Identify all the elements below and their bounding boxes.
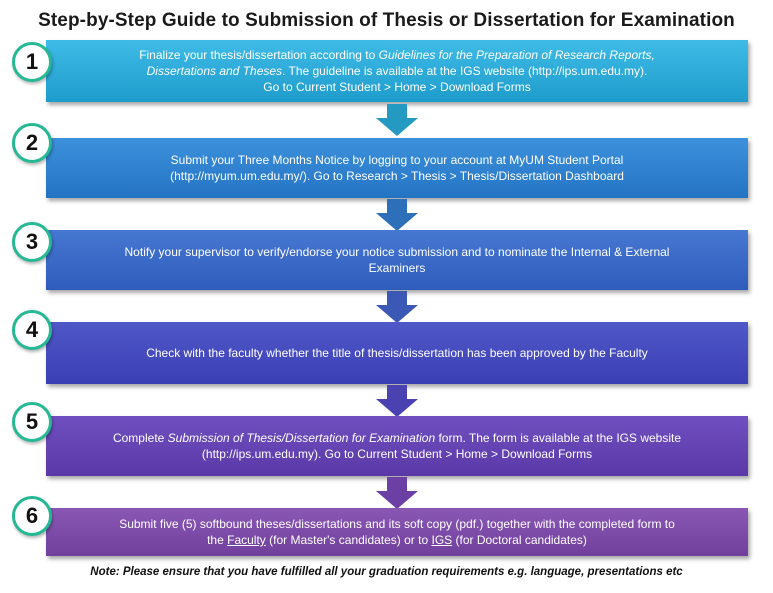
step-2-text-line-1: Submit your Three Months Notice by loggi… bbox=[170, 153, 624, 167]
step-2-text-line-2: (http://myum.um.edu.my/). Go to Research… bbox=[170, 169, 624, 183]
step-6-text-c: (for Doctoral candidates) bbox=[452, 533, 587, 547]
page-title: Step-by-Step Guide to Submission of Thes… bbox=[38, 10, 735, 31]
step-5-text-a: Complete bbox=[112, 431, 168, 445]
step-5-box: Complete Submission of Thesis/Dissertati… bbox=[46, 416, 748, 476]
step-2-number-badge: 2 bbox=[12, 123, 52, 163]
step-3-text-line-2: Examiners bbox=[368, 261, 426, 275]
step-1-text-a: Finalize your thesis/dissertation accord… bbox=[139, 48, 379, 62]
arrow-down-icon bbox=[376, 477, 418, 509]
arrow-shape-1 bbox=[376, 104, 418, 136]
step-4-number-badge: 4 bbox=[12, 310, 52, 350]
arrow-down-icon bbox=[376, 291, 418, 323]
step-1-text-b: . The guideline is available at the IGS … bbox=[282, 64, 648, 78]
footnote: Note: Please ensure that you have fulfil… bbox=[90, 566, 683, 578]
step-1-guideline-title-a: Guidelines for the Preparation of Resear… bbox=[378, 48, 655, 62]
step-6-text-line-1: Submit five (5) softbound theses/dissert… bbox=[119, 517, 675, 531]
step-1-nav-path: Go to Current Student > Home > Download … bbox=[263, 80, 531, 94]
step-6-text-b: (for Master's candidates) or to bbox=[265, 533, 432, 547]
step-1-number-badge: 1 bbox=[12, 42, 52, 82]
step-2-box: Submit your Three Months Notice by loggi… bbox=[46, 138, 748, 198]
arrow-shape-3 bbox=[376, 291, 418, 323]
arrow-shape-4 bbox=[376, 385, 418, 417]
arrow-down-icon bbox=[376, 104, 418, 136]
step-6-box: Submit five (5) softbound theses/dissert… bbox=[46, 508, 748, 556]
step-4-box: Check with the faculty whether the title… bbox=[46, 322, 748, 384]
step-4-text-line-1: Check with the faculty whether the title… bbox=[146, 346, 648, 360]
arrow-down-icon bbox=[376, 385, 418, 417]
step-3-box: Notify your supervisor to verify/endorse… bbox=[46, 230, 748, 290]
step-6-number-badge: 6 bbox=[12, 496, 52, 536]
step-5-form-name: Submission of Thesis/Dissertation for Ex… bbox=[167, 431, 436, 445]
arrow-down-icon bbox=[376, 199, 418, 231]
arrow-shape-5 bbox=[376, 477, 418, 509]
faculty-underlined: Faculty bbox=[227, 533, 266, 547]
step-5-text-line-2: (http://ips.um.edu.my). Go to Current St… bbox=[201, 447, 593, 461]
arrow-shape-2 bbox=[376, 199, 418, 231]
step-3-number-badge: 3 bbox=[12, 222, 52, 262]
igs-underlined: IGS bbox=[431, 533, 453, 547]
step-5-text-b: form. The form is available at the IGS w… bbox=[435, 431, 682, 445]
step-3-text-line-1: Notify your supervisor to verify/endorse… bbox=[124, 245, 670, 259]
step-5-number-badge: 5 bbox=[12, 402, 52, 442]
step-1-box: Finalize your thesis/dissertation accord… bbox=[46, 40, 748, 102]
step-1-guideline-title-b: Dissertations and Theses bbox=[146, 64, 283, 78]
step-6-text-a: the bbox=[207, 533, 228, 547]
